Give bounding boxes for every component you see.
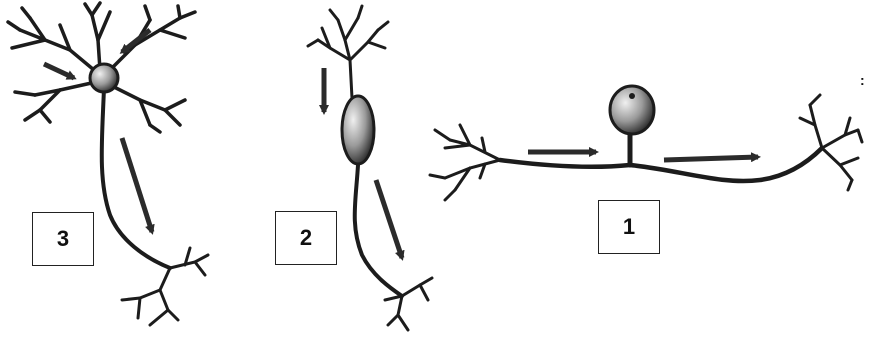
bipolar-neuron	[308, 6, 432, 330]
label-box-unipolar: 1	[598, 200, 660, 254]
multipolar-neuron	[8, 3, 208, 325]
unipolar-arrow-right	[664, 157, 758, 160]
label-box-multipolar: 3	[32, 212, 94, 266]
label-bipolar-number: 2	[300, 225, 312, 251]
label-box-bipolar: 2	[275, 211, 337, 265]
unipolar-axon-terminal	[800, 95, 862, 190]
multipolar-arrow-axon	[122, 138, 152, 232]
edge-mark: :	[860, 72, 865, 88]
multipolar-arrow-right	[122, 30, 150, 52]
bipolar-arrow-bottom	[376, 180, 402, 258]
multipolar-soma	[90, 64, 118, 92]
unipolar-nucleus	[629, 93, 635, 99]
bipolar-soma	[342, 96, 374, 164]
multipolar-axon-terminal	[122, 248, 208, 325]
bipolar-dendrites	[308, 6, 388, 98]
bipolar-axon-terminal	[385, 278, 432, 330]
label-unipolar-number: 1	[623, 214, 635, 240]
label-multipolar-number: 3	[57, 226, 69, 252]
multipolar-arrow-left	[44, 64, 74, 78]
unipolar-dendrites	[430, 125, 500, 200]
